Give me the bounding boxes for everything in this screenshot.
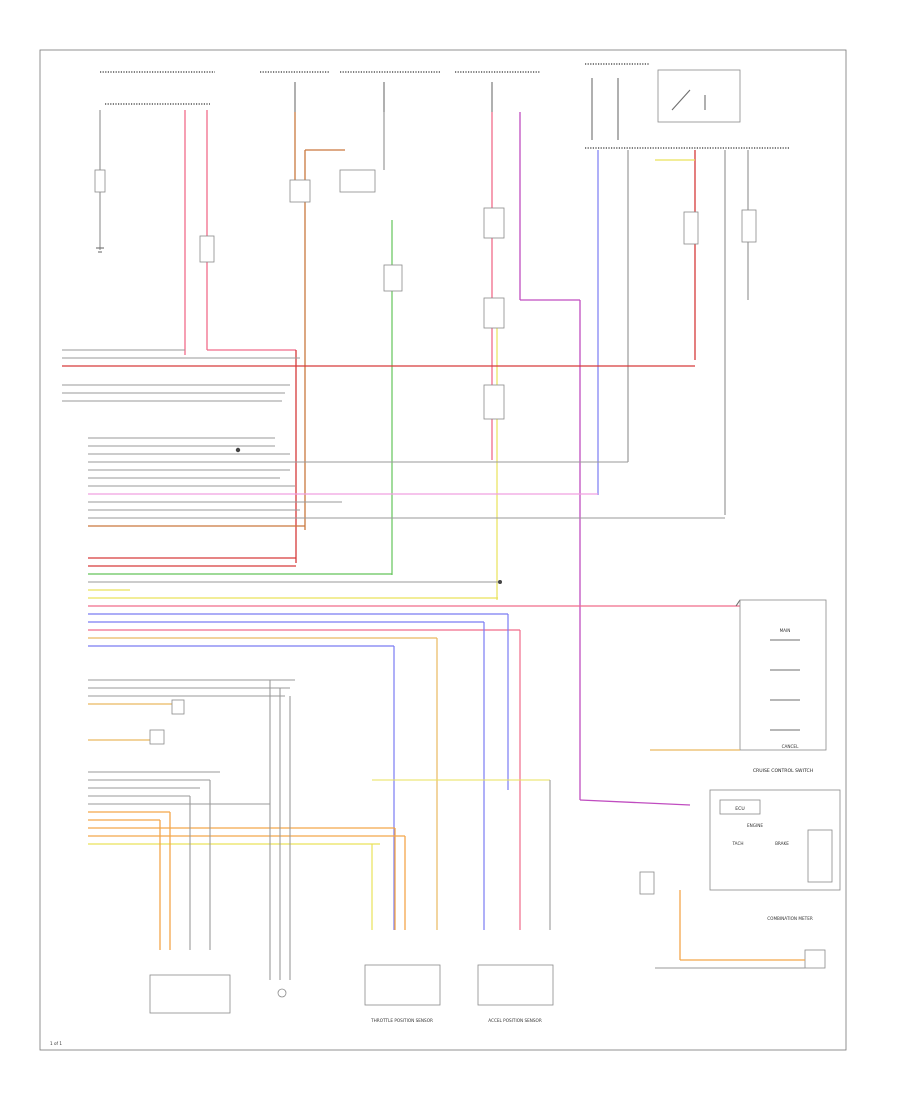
combination-meter-group: COMBINATION METER <box>639 871 826 969</box>
cruise-control-switch: CRUISE CONTROL SWITCH CANCEL MAIN <box>650 599 827 774</box>
engine-label: ENGINE <box>747 823 763 828</box>
power-feeds <box>100 63 650 140</box>
sensor-small-1 <box>171 699 185 715</box>
meter-sensor-box <box>639 871 655 895</box>
brake-label: BRAKE <box>775 841 789 846</box>
main-label: MAIN <box>780 628 791 633</box>
cruise-switch-label: CRUISE CONTROL SWITCH <box>753 768 813 774</box>
wire-group <box>184 110 749 806</box>
splice-dot-2 <box>498 580 502 584</box>
component-b <box>289 179 311 203</box>
diagram-frame <box>39 49 847 1051</box>
sensor-small-2 <box>149 729 165 745</box>
component-g <box>483 384 505 420</box>
splice-dot-1 <box>235 447 241 453</box>
relay-box <box>657 69 741 123</box>
component-e <box>483 207 505 239</box>
cruise-switch-box <box>739 599 827 751</box>
ecu-side-box <box>807 829 833 883</box>
upper-components <box>199 169 757 420</box>
cancel-label: CANCEL <box>782 744 799 749</box>
accel-position-sensor-box <box>477 964 554 1006</box>
ecu-inner-top <box>719 799 761 815</box>
left-ground-branch <box>94 110 106 253</box>
wire-violet-to-ecu <box>579 799 691 806</box>
throttle-actuator-box <box>149 974 231 1014</box>
mid-vertical-runs <box>393 614 521 930</box>
relay-top-right <box>585 69 790 149</box>
ecu-connector-upper <box>62 349 725 527</box>
component-h <box>741 209 757 243</box>
throttle-position-sensor-box <box>364 964 441 1006</box>
throttle-sensor-label: THROTTLE POSITION SENSOR <box>370 1018 433 1023</box>
footer-label: 1 of 1 <box>50 1041 62 1046</box>
relay-contact <box>671 89 691 111</box>
ecu-box-group: ECU ENGINE TACH BRAKE <box>709 789 841 891</box>
component-c <box>339 169 376 193</box>
left-component <box>94 169 106 193</box>
ecu-connector-lower <box>88 679 405 845</box>
switch-contact-top <box>735 599 741 607</box>
lower-left-drops <box>159 680 551 980</box>
ground-point-bottom <box>277 988 287 998</box>
component-d <box>383 264 403 292</box>
bottom-sensors: THROTTLE POSITION SENSOR ACCEL POSITION … <box>149 964 554 1023</box>
ecu-connector-middle <box>88 557 741 647</box>
tach-label: TACH <box>731 841 743 846</box>
accel-sensor-label: ACCEL POSITION SENSOR <box>488 1018 542 1023</box>
meter-lamp-box <box>804 949 826 969</box>
component-f <box>483 297 505 329</box>
ecu-label: ECU <box>735 806 744 812</box>
component-a <box>199 235 215 263</box>
combination-meter-label: COMBINATION METER <box>767 916 813 921</box>
component-i <box>683 211 699 245</box>
